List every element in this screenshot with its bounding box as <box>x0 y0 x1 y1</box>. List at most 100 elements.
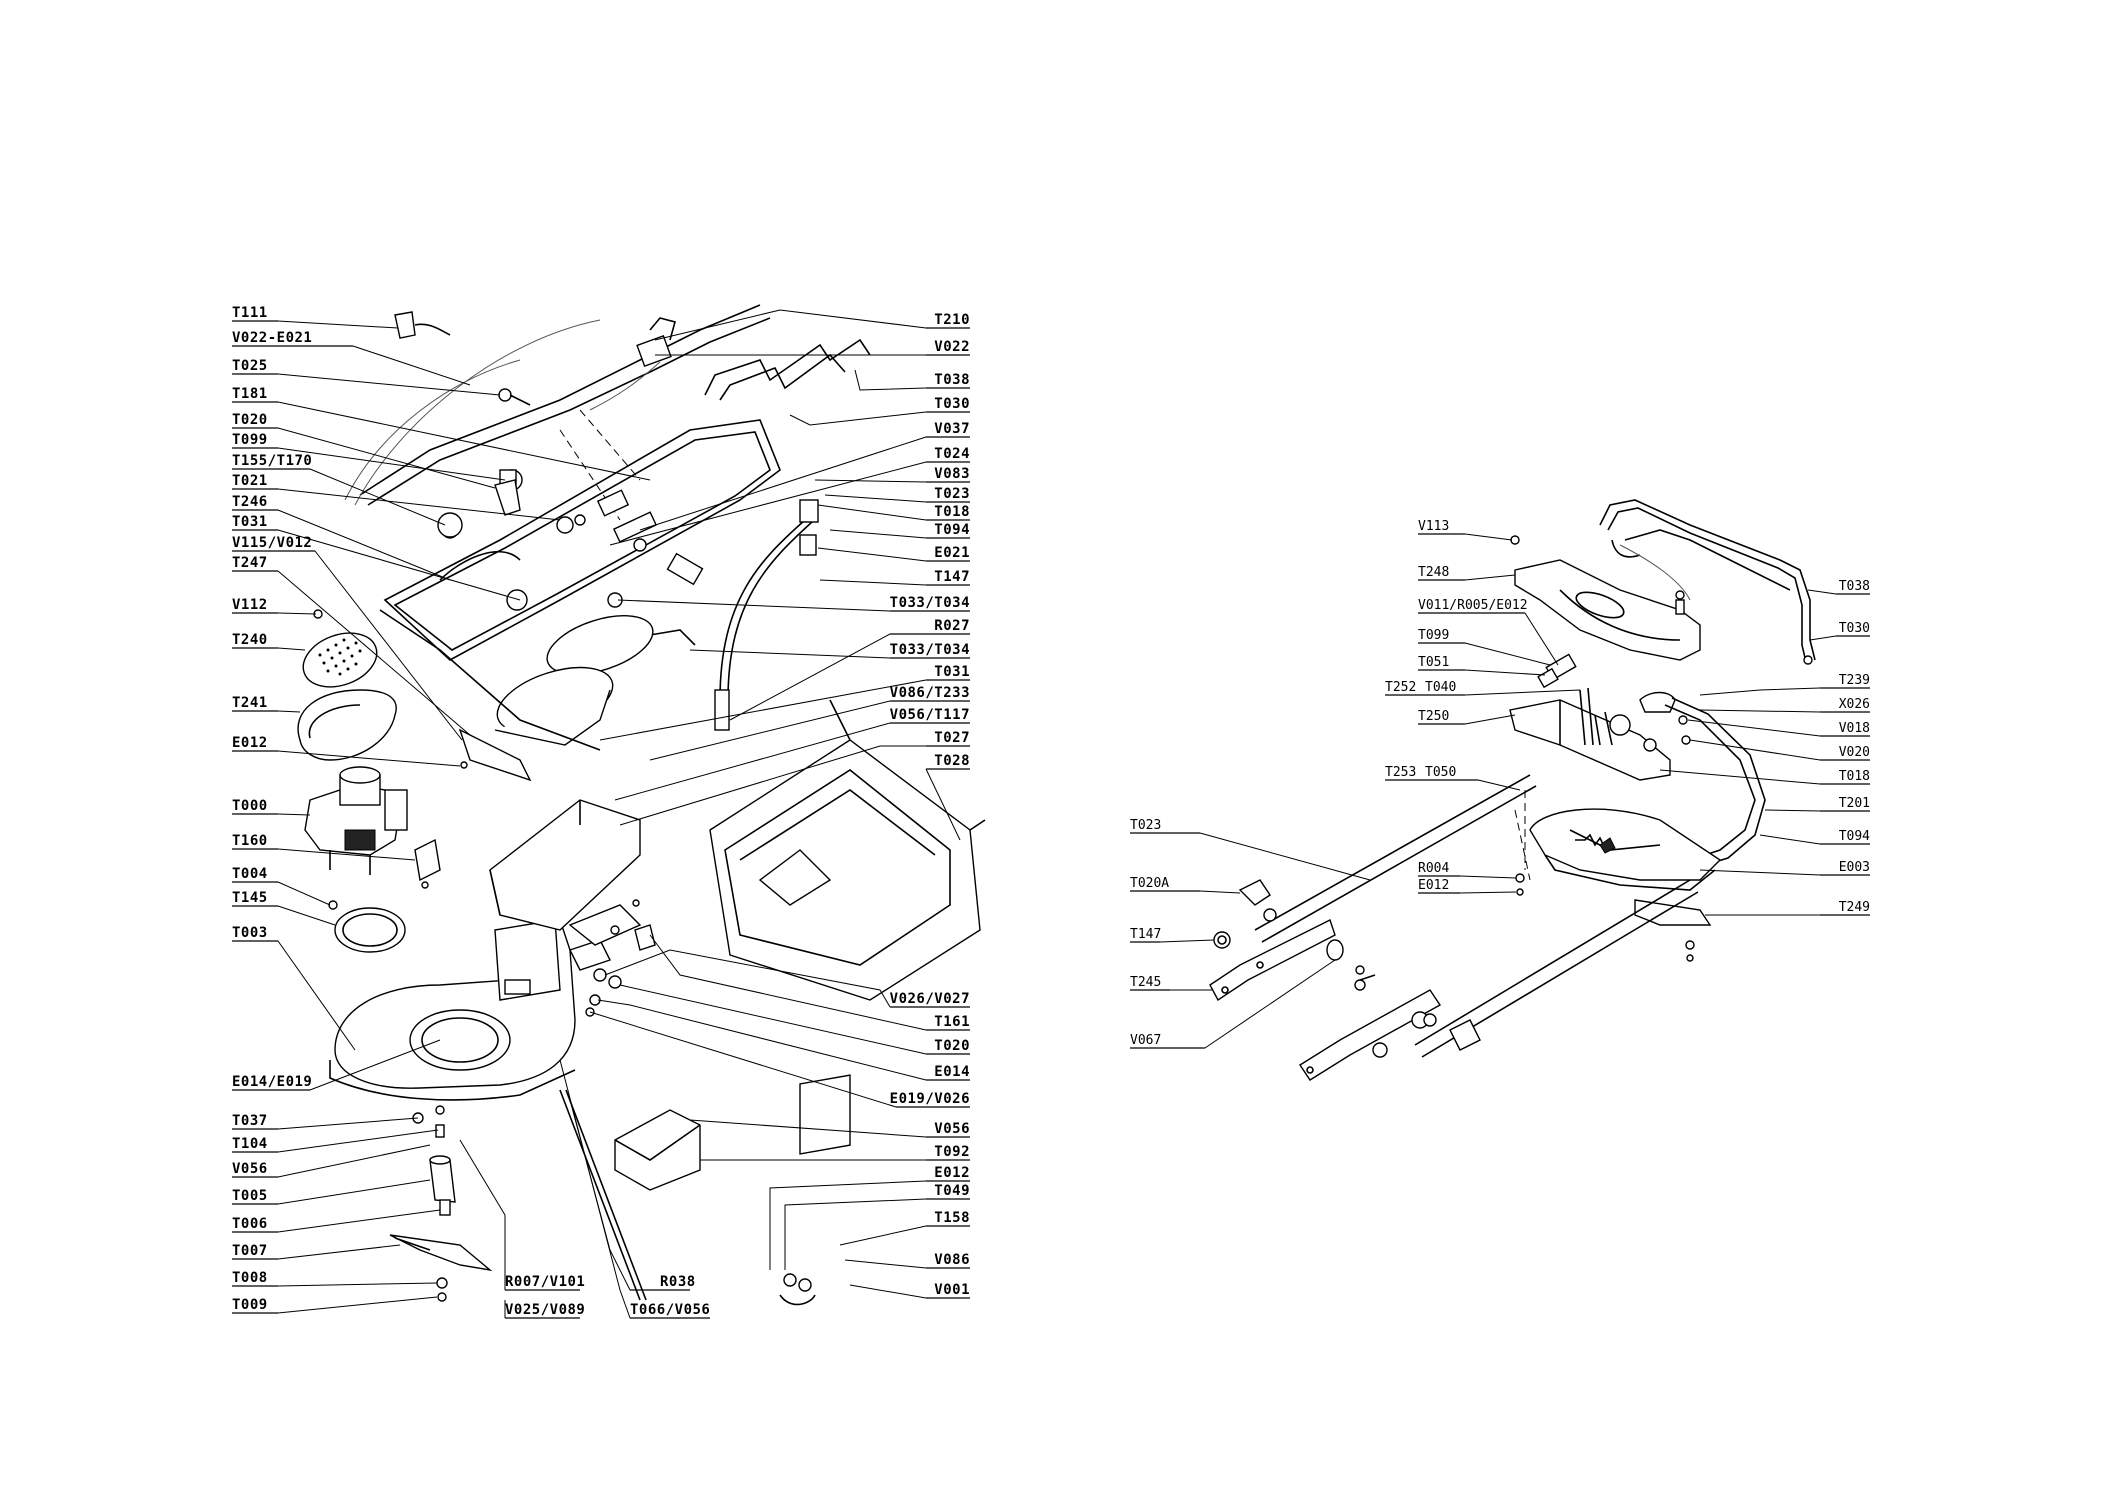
part-label: T147 <box>1130 927 1161 942</box>
part-label: V083 <box>934 466 970 482</box>
part-label: T031 <box>934 664 970 680</box>
part-label: T023 <box>1130 818 1161 833</box>
part-label: T005 <box>232 1188 268 1204</box>
part-label: V113 <box>1418 519 1449 534</box>
part-label: T008 <box>232 1270 268 1286</box>
part-label: T160 <box>232 833 268 849</box>
part-label: V056 <box>934 1121 970 1137</box>
part-label: T249 <box>1839 900 1870 915</box>
part-label: V056 <box>232 1161 268 1177</box>
part-label: T239 <box>1839 673 1870 688</box>
part-label: T009 <box>232 1297 268 1313</box>
part-label: T161 <box>934 1014 970 1030</box>
part-label: V037 <box>934 421 970 437</box>
part-label: T030 <box>1839 621 1870 636</box>
part-label: T025 <box>232 358 268 374</box>
right-leader-lines <box>1130 533 1870 1049</box>
part-label: T020 <box>934 1038 970 1054</box>
part-label: T099 <box>1418 628 1449 643</box>
part-label: T020 <box>232 412 268 428</box>
part-label: T201 <box>1839 796 1870 811</box>
part-label: R038 <box>660 1274 696 1290</box>
left-exploded-view <box>297 304 986 1306</box>
part-label: T027 <box>934 730 970 746</box>
part-label: T240 <box>232 632 268 648</box>
part-label: R004 <box>1418 861 1449 876</box>
part-label: T066/V056 <box>630 1302 710 1318</box>
part-label: V020 <box>1839 745 1870 760</box>
part-label: T050 <box>1425 765 1456 780</box>
part-label: E012 <box>232 735 268 751</box>
part-label: T021 <box>232 473 268 489</box>
part-label: T145 <box>232 890 268 906</box>
part-label: T155/T170 <box>232 453 312 469</box>
part-label: T020A <box>1130 876 1169 891</box>
left-labels-right-column: T210 V022 T038 T030 V037 T024 V083 T023 … <box>890 312 970 1298</box>
part-label: T003 <box>232 925 268 941</box>
part-label: T181 <box>232 386 268 402</box>
part-label: V086 <box>934 1252 970 1268</box>
part-label: T252 <box>1385 680 1416 695</box>
part-label: T245 <box>1130 975 1161 990</box>
left-labels-column: T111 V022-E021 T025 T181 T020 T099 T155/… <box>232 305 312 1313</box>
part-label: T028 <box>934 753 970 769</box>
part-label: V025/V089 <box>505 1302 585 1318</box>
part-label: T006 <box>232 1216 268 1232</box>
part-label: T241 <box>232 695 268 711</box>
part-label: T031 <box>232 514 268 530</box>
part-label: T000 <box>232 798 268 814</box>
part-label: T033/T034 <box>890 642 970 658</box>
part-label: T023 <box>934 486 970 502</box>
part-label: T104 <box>232 1136 268 1152</box>
part-label: T024 <box>934 446 970 462</box>
part-label: T038 <box>934 372 970 388</box>
part-label: R027 <box>934 618 970 634</box>
part-label: T246 <box>232 494 268 510</box>
part-label: V018 <box>1839 721 1870 736</box>
part-label: T111 <box>232 305 268 321</box>
part-label: T210 <box>934 312 970 328</box>
part-label: R007/V101 <box>505 1274 585 1290</box>
part-label: V112 <box>232 597 268 613</box>
right-labels-right-column: T038 T030 T239 X026 V018 V020 T018 T201 … <box>1839 579 1870 915</box>
part-label: T099 <box>232 432 268 448</box>
part-label: E014/E019 <box>232 1074 312 1090</box>
part-label: V001 <box>934 1282 970 1298</box>
part-label: V022-E021 <box>232 330 312 346</box>
part-label: T037 <box>232 1113 268 1129</box>
part-label: T158 <box>934 1210 970 1226</box>
part-label: V115/V012 <box>232 535 312 551</box>
part-label: T007 <box>232 1243 268 1259</box>
part-label: E012 <box>1418 878 1449 893</box>
left-leader-lines <box>232 309 970 1319</box>
right-labels-left-column: V113 T248 V011/R005/E012 T099 T051 T252 … <box>1130 519 1528 1048</box>
part-label: E003 <box>1839 860 1870 875</box>
part-label: V026/V027 <box>890 991 970 1007</box>
part-label: T038 <box>1839 579 1870 594</box>
part-label: V067 <box>1130 1033 1161 1048</box>
part-label: T004 <box>232 866 268 882</box>
right-exploded-view <box>1209 499 1816 1081</box>
part-label: E021 <box>934 545 970 561</box>
part-label: T030 <box>934 396 970 412</box>
part-label: T250 <box>1418 709 1449 724</box>
part-label: T147 <box>934 569 970 585</box>
part-label: V011/R005/E012 <box>1418 598 1528 613</box>
part-label: E014 <box>934 1064 970 1080</box>
part-label: T247 <box>232 555 268 571</box>
part-label: X026 <box>1839 697 1870 712</box>
part-label: T094 <box>934 522 970 538</box>
part-label: T092 <box>934 1144 970 1160</box>
part-label: T094 <box>1839 829 1870 844</box>
left-labels-bottom: R007/V101 V025/V089 R038 T066/V056 <box>505 1274 710 1318</box>
part-label: T033/T034 <box>890 595 970 611</box>
part-label: V086/T233 <box>890 685 970 701</box>
part-label: E012 <box>934 1165 970 1181</box>
part-label: V056/T117 <box>890 707 970 723</box>
part-label: T018 <box>1839 769 1870 784</box>
part-label: T253 <box>1385 765 1416 780</box>
part-label: T018 <box>934 504 970 520</box>
part-label: E019/V026 <box>890 1091 970 1107</box>
